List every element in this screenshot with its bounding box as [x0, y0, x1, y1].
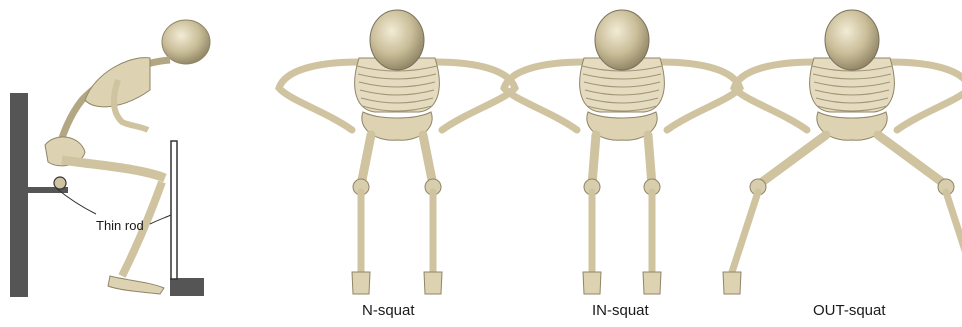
left-femur — [592, 135, 596, 185]
right-foot — [643, 272, 661, 294]
right-tibia — [946, 192, 962, 272]
skeleton-in-squat — [504, 10, 740, 294]
skull — [595, 10, 649, 70]
left-tibia — [732, 192, 758, 272]
front-skeletons — [279, 10, 962, 294]
skull — [825, 10, 879, 70]
left-arm — [734, 62, 814, 130]
floor-block — [170, 278, 204, 296]
left-foot — [352, 272, 370, 294]
left-femur — [758, 135, 826, 185]
right-femur — [878, 135, 946, 185]
skeleton-out-squat — [723, 10, 962, 294]
side-view-panel — [10, 20, 210, 297]
left-femur — [361, 135, 371, 185]
right-arm — [890, 62, 962, 130]
right-femur — [648, 135, 652, 185]
caption-out-squat: OUT-squat — [813, 302, 886, 319]
skeleton-n-squat — [279, 10, 515, 294]
skull — [370, 10, 424, 70]
left-arm — [504, 62, 584, 130]
side-femur — [62, 160, 165, 178]
right-arm — [660, 62, 740, 130]
rod-label-leader-2 — [150, 215, 171, 224]
side-skeleton — [45, 20, 210, 294]
caption-in-squat: IN-squat — [592, 302, 649, 319]
right-arm — [435, 62, 515, 130]
thin-rod — [171, 141, 177, 279]
left-arm — [279, 62, 359, 130]
rod-end-circle — [54, 177, 66, 189]
wall — [10, 93, 28, 297]
side-foot — [108, 276, 164, 294]
left-foot — [723, 272, 741, 294]
caption-n-squat: N-squat — [362, 302, 415, 319]
left-foot — [583, 272, 601, 294]
right-foot — [424, 272, 442, 294]
thin-rod-label: Thin rod — [96, 218, 144, 233]
right-femur — [423, 135, 433, 185]
